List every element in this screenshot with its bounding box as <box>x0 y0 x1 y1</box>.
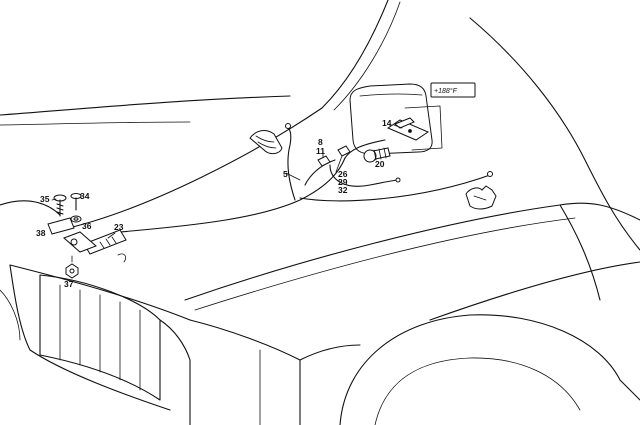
hood-mark <box>117 253 126 263</box>
windshield-edge-right <box>469 17 640 251</box>
label-38: 38 <box>36 228 46 238</box>
grille-outline <box>39 274 161 401</box>
sensor-body-rings <box>99 236 117 249</box>
hood-crease-inner <box>0 121 191 126</box>
wheel-tire <box>374 357 581 425</box>
cable-branch-left <box>287 125 296 201</box>
hood-front-corner <box>0 200 61 216</box>
front-panel <box>9 264 171 411</box>
grommet-left <box>249 130 283 155</box>
cable-end-mid <box>395 177 401 183</box>
cable-loop <box>304 159 336 186</box>
windshield-edge-left <box>321 0 389 109</box>
wiring-harness <box>119 123 493 233</box>
temperature-display <box>430 82 476 98</box>
label-8: 8 <box>318 137 323 147</box>
connector-26 <box>337 145 351 157</box>
screw-head <box>363 149 377 163</box>
label-29: 29 <box>338 177 348 187</box>
windshield-edge-inner <box>333 1 401 111</box>
leader-26 <box>335 155 343 173</box>
cable-end-left <box>285 123 291 129</box>
label-35: 35 <box>40 194 50 204</box>
leader-35 <box>51 198 57 201</box>
hood-rear-edge <box>59 107 323 231</box>
left-panel-line <box>0 289 21 341</box>
sensor-clip <box>63 231 97 253</box>
housing-bracket <box>404 105 443 151</box>
label-26: 26 <box>338 169 348 179</box>
grommet-right-detail <box>473 195 487 201</box>
hood-crease-top <box>0 95 291 116</box>
temperature-sensor <box>386 117 430 141</box>
grommet-left-ribs <box>255 135 277 149</box>
temperature-readout: +188°F <box>434 87 458 95</box>
label-20: 20 <box>375 159 385 169</box>
callout-labels: 5 8 11 14 20 23 26 29 32 34 35 36 37 38 <box>36 118 392 289</box>
wheel-arch <box>339 314 640 425</box>
grommet-right <box>465 185 497 210</box>
screw-20 <box>363 147 391 163</box>
leader-lines <box>51 124 403 239</box>
leader-23 <box>107 232 116 239</box>
fender-top-line <box>429 261 640 321</box>
label-34: 34 <box>80 191 90 201</box>
label-23: 23 <box>114 222 124 232</box>
washer-36-hole <box>73 217 79 221</box>
label-11: 11 <box>316 146 325 156</box>
cable-end-right <box>487 171 493 177</box>
fender-crease <box>559 204 601 301</box>
bracket-38 <box>47 217 75 235</box>
grille-bars <box>59 284 141 391</box>
hood-front-edge <box>9 264 191 321</box>
headlight-edge <box>189 319 301 425</box>
bumper-top <box>299 344 361 361</box>
screw-35-shank <box>56 199 64 217</box>
hood-side-line-inner <box>194 217 576 311</box>
grommets <box>249 130 497 210</box>
sensor-hole <box>408 129 412 133</box>
sensor-body-23 <box>83 229 127 255</box>
leader-14 <box>393 124 403 129</box>
housing-edge <box>359 93 423 97</box>
connector-8 <box>317 155 331 167</box>
outside-sensor-assembly <box>47 193 127 279</box>
label-5: 5 <box>283 169 288 179</box>
label-32: 32 <box>338 185 348 195</box>
nut-37-hole <box>69 268 75 274</box>
cable-to-sensor <box>344 139 386 159</box>
main-cable <box>119 157 346 233</box>
grille-side <box>159 319 191 425</box>
label-37: 37 <box>64 279 74 289</box>
label-36: 36 <box>82 221 92 231</box>
cable-branch-mid <box>329 164 399 187</box>
leader-5 <box>285 172 301 181</box>
label-14: 14 <box>382 118 392 128</box>
screw-thread <box>373 147 387 161</box>
clip-hole <box>70 238 78 246</box>
cable-branch-right <box>299 174 491 202</box>
hood-side-line <box>184 202 640 301</box>
